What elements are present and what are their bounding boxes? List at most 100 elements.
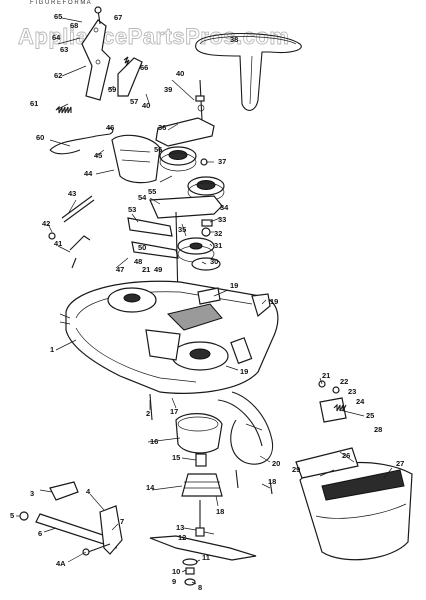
callout-55: 55 [148,187,156,196]
spindle-pulley [177,237,221,271]
bolt-washer [184,578,196,586]
callout-4: 4 [86,487,91,496]
callout-18: 18 [268,477,276,486]
callout-5: 5 [10,511,14,520]
callout-59: 59 [108,85,116,94]
callout-15: 15 [172,453,180,462]
callout-68: 68 [70,21,78,30]
callout-43: 43 [68,189,76,198]
callout-6: 6 [38,529,42,538]
extension-spring [55,105,72,114]
callout-31: 31 [214,241,222,250]
blade-bolt [185,567,195,575]
blade-washer [182,558,198,566]
callout-64: 64 [52,33,61,42]
idler-arm [117,57,143,97]
nut [201,227,211,237]
callout-61: 61 [30,99,38,108]
callout-34: 34 [220,203,229,212]
callout-54: 54 [138,193,147,202]
callout-labels: 65 68 67 64 63 62 66 59 57 40 40 39 61 3… [10,12,404,592]
callout-22: 22 [340,377,348,386]
callout-2: 2 [146,409,150,418]
callout-62: 62 [54,71,62,80]
callout-40-top: 40 [176,69,184,78]
callout-67: 67 [114,13,122,22]
callout-7: 7 [120,517,124,526]
lift-rod [49,127,114,151]
spindle-housing [175,413,223,454]
deck-bracket-right [251,293,271,318]
callout-20: 20 [272,459,280,468]
bolt-stack [195,79,205,121]
callout-46: 46 [106,123,114,132]
callout-47: 47 [116,265,124,274]
callout-42: 42 [42,219,50,228]
spacer [201,219,213,227]
leader-lines [16,17,393,585]
callout-66: 66 [140,63,148,72]
callout-19-right: 19 [270,297,278,306]
callout-8: 8 [198,583,202,592]
callout-28: 28 [374,425,382,434]
mower-deck-housing [59,280,279,394]
callout-3: 3 [30,489,34,498]
callout-21-right: 21 [322,371,330,380]
callout-56: 56 [154,145,162,154]
callout-39: 39 [164,85,172,94]
top-header-fragment: F I G U R E F O R M A [30,0,91,6]
lift-bracket [81,6,111,101]
callout-53: 53 [128,205,136,214]
deck-bracket-left [197,287,221,305]
callout-13: 13 [176,523,184,532]
drive-belt [195,33,302,111]
callout-1: 1 [50,345,54,354]
callout-23: 23 [348,387,356,396]
callout-48: 48 [134,257,142,266]
mower-blade [149,535,257,561]
callout-57: 57 [130,97,138,106]
callout-36: 36 [158,123,166,132]
callout-30: 30 [210,257,218,266]
callout-12: 12 [178,533,186,542]
callout-9: 9 [172,577,176,586]
callout-14: 14 [146,483,155,492]
callout-45: 45 [94,151,102,160]
deck-belt [230,391,274,465]
idler-bracket [155,117,215,147]
callout-63: 63 [60,45,68,54]
callout-41: 41 [54,239,62,248]
callout-29: 29 [292,465,300,474]
callout-19: 19 [230,281,238,290]
callout-49: 49 [154,265,162,274]
callout-32: 32 [214,229,222,238]
callout-24: 24 [356,397,365,406]
callout-60: 60 [36,133,44,142]
blade-spindle [181,453,223,537]
callout-25: 25 [366,411,374,420]
callout-17: 17 [170,407,178,416]
callout-35: 35 [178,225,186,234]
idler-pulley-upper [159,146,197,172]
callout-18-lower: 18 [216,507,224,516]
callout-4A: 4A [56,559,66,568]
callout-44: 44 [84,169,93,178]
callout-37: 37 [218,157,226,166]
callout-33: 33 [218,215,226,224]
callout-27: 27 [396,459,404,468]
callout-26: 26 [342,451,350,460]
callout-65: 65 [54,12,62,21]
callout-50: 50 [138,243,146,252]
chute-hinge [318,380,347,423]
callout-16: 16 [150,437,158,446]
deck-stabilizer [149,393,153,421]
callout-10: 10 [172,567,180,576]
linkage-plate [127,217,173,237]
callout-38: 38 [230,35,238,44]
idler-pulley-right [187,176,225,202]
idler-arm-lower [149,195,223,219]
belt-guard [111,134,161,184]
callout-11: 11 [202,553,210,562]
